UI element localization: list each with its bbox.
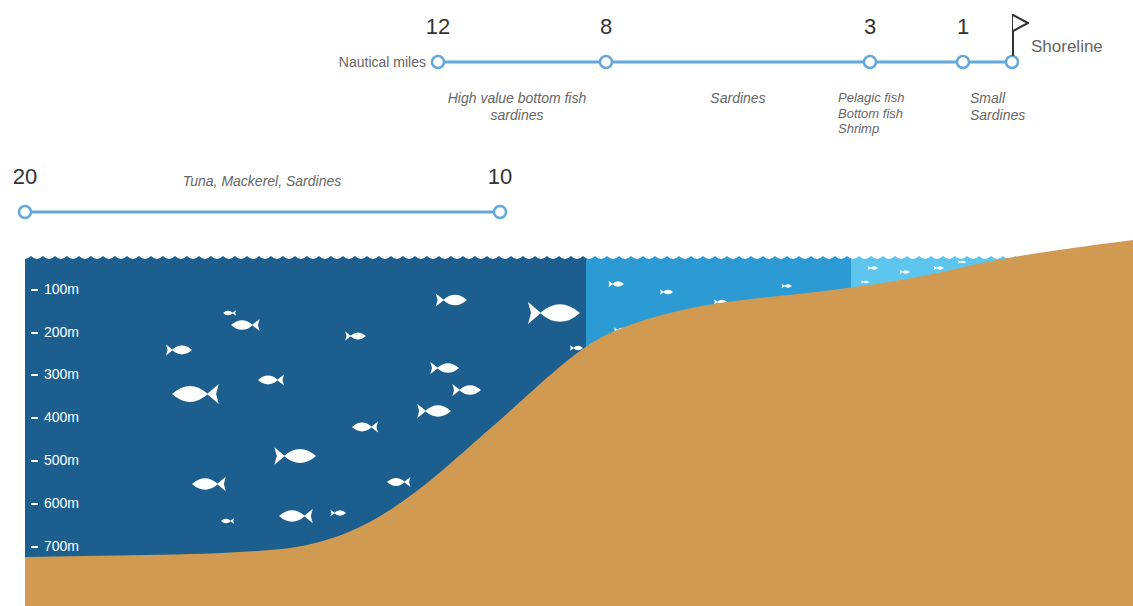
scale-bar (438, 61, 1012, 64)
depth-label: 500m (44, 452, 79, 469)
fish-icon (387, 477, 410, 487)
fish-icon (934, 266, 944, 270)
depth-tick (31, 546, 38, 548)
scale-markers (432, 56, 1018, 68)
fish-icon (660, 289, 673, 295)
fish-icon (166, 345, 192, 356)
distance-number: 1 (957, 14, 969, 40)
fish-icon (608, 281, 624, 288)
fish-icon (192, 477, 226, 491)
fish-icon (231, 319, 260, 331)
scale-bar (25, 211, 500, 214)
fish-icon (452, 384, 481, 396)
fish-icon (436, 293, 467, 306)
catch-label: Tuna, Mackerel, Sardines (183, 173, 341, 190)
catch-label: Small Sardines (970, 90, 1040, 124)
shoreline-label: Shoreline (1031, 37, 1103, 57)
depth-tick (31, 289, 38, 291)
fish-icon (258, 375, 284, 386)
depth-label: 600m (44, 495, 79, 512)
water-surface (0, 0, 1133, 259)
depth-tick (31, 332, 38, 334)
fish-icon (958, 260, 966, 263)
depth-label: 100m (44, 281, 79, 298)
fish-icon (570, 345, 583, 351)
depth-tick (31, 374, 38, 376)
flag (1013, 15, 1028, 31)
depth-tick (31, 417, 38, 419)
fish-icon (274, 447, 316, 465)
distance-number: 10 (488, 164, 512, 190)
catch-label: Pelagic fish Bottom fish Shrimp (838, 90, 918, 137)
fish-icon (782, 284, 792, 288)
depth-label: 300m (44, 366, 79, 383)
fish-icon (900, 270, 910, 274)
fish-icon (861, 280, 869, 283)
fish-icon (430, 362, 459, 374)
fish-icon (352, 422, 378, 433)
seabed (25, 240, 1133, 606)
distance-number: 12 (426, 14, 450, 40)
distance-number: 20 (13, 164, 37, 190)
fish-icon (345, 332, 366, 341)
fish-icon (528, 302, 580, 324)
catch-label: Sardines (710, 90, 765, 107)
distance-number: 8 (600, 14, 612, 40)
distance-number: 3 (864, 14, 876, 40)
scale-markers (19, 206, 506, 218)
fish-icon (330, 510, 346, 517)
depth-ticks (31, 290, 38, 547)
depth-label: 700m (44, 538, 79, 555)
fish-icon (172, 384, 219, 404)
fish-icon (417, 404, 451, 418)
fish-icon (223, 310, 236, 316)
depth-tick (31, 460, 38, 462)
depth-label: 400m (44, 409, 79, 426)
fish-icon (221, 518, 234, 524)
fish-icon (279, 509, 313, 523)
depth-label: 200m (44, 324, 79, 341)
catch-label: High value bottom fish sardines (437, 90, 597, 124)
fish-icon (868, 266, 878, 270)
depth-tick (31, 503, 38, 505)
scale-title: Nautical miles (339, 54, 426, 71)
